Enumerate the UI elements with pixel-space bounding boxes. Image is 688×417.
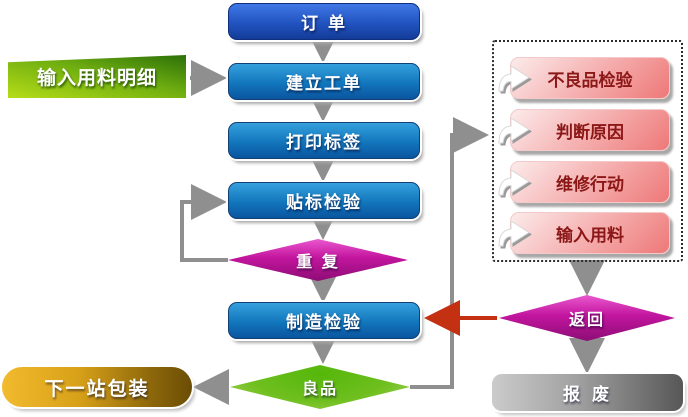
block-arrow-right-icon bbox=[498, 220, 530, 247]
connector-good-to-defectpanel bbox=[410, 117, 489, 389]
defect-panel-item-defective-inspection: 不良品检验 bbox=[498, 57, 670, 99]
block-arrow-right-icon bbox=[498, 65, 530, 92]
flow-node-scrap-label: 报 废 bbox=[563, 385, 612, 405]
flow-node-manufacturing-inspection: 制造检验 bbox=[228, 302, 420, 339]
flow-node-input-material-detail: 输入用料明细 bbox=[8, 55, 186, 98]
flow-node-order: 订 单 bbox=[228, 3, 420, 40]
flow-decision-good-product-label: 良品 bbox=[301, 379, 338, 398]
flow-node-next-station-packaging-label: 下一站包装 bbox=[44, 377, 150, 400]
connector-repeat-loopback bbox=[180, 184, 228, 262]
defect-panel-item-determine-cause: 判断原因 bbox=[498, 109, 670, 151]
block-arrow-right-icon bbox=[498, 117, 530, 144]
flow-node-next-station-packaging: 下一站包装 bbox=[2, 367, 192, 407]
block-arrow-right-icon bbox=[498, 169, 530, 196]
flow-node-order-label: 订 单 bbox=[301, 14, 347, 34]
flow-node-print-label: 打印标签 bbox=[228, 122, 420, 159]
flow-decision-return-label: 返回 bbox=[568, 310, 605, 329]
flow-node-label-inspection-label: 贴标检验 bbox=[286, 193, 362, 213]
flow-node-scrap: 报 废 bbox=[492, 374, 683, 411]
defect-item-label: 输入用料 bbox=[556, 225, 624, 246]
defect-item-label: 维修行动 bbox=[556, 174, 624, 195]
flow-node-input-material-detail-label: 输入用料明细 bbox=[36, 67, 157, 89]
defect-item-label: 判断原因 bbox=[556, 122, 624, 143]
flow-node-print-label-label: 打印标签 bbox=[286, 133, 362, 153]
flow-decision-repeat-label: 重 复 bbox=[296, 252, 340, 271]
defect-panel-item-input-material: 输入用料 bbox=[498, 212, 670, 254]
defect-panel: 不良品检验 判断原因 维修行动 输入用料 bbox=[492, 40, 683, 262]
defect-panel-item-repair-action: 维修行动 bbox=[498, 161, 670, 203]
flow-node-label-inspection: 贴标检验 bbox=[228, 182, 420, 219]
flow-node-create-work-order-label: 建立工单 bbox=[286, 74, 362, 94]
defect-item-label: 不良品检验 bbox=[547, 70, 633, 91]
flow-node-manufacturing-inspection-label: 制造检验 bbox=[286, 313, 362, 333]
flow-node-create-work-order: 建立工单 bbox=[228, 63, 420, 100]
